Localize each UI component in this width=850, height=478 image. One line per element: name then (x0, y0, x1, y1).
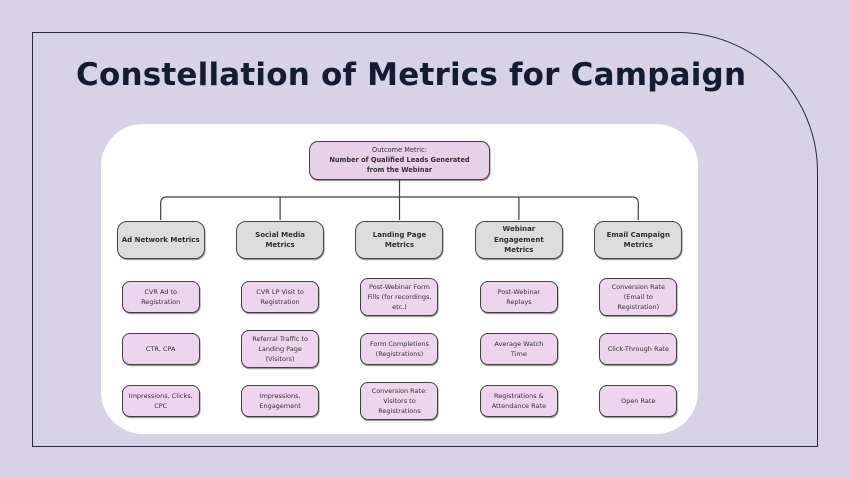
metric-node: CTR, CPA (121, 333, 200, 365)
category-email-campaign-metrics: Email Campaign Metrics (594, 221, 683, 259)
metric-node: Average Watch Time (479, 333, 558, 365)
column-webinar-engagement: Webinar Engagement Metrics Post-Webinar … (459, 220, 578, 427)
metric-node: Registrations & Attendance Rate (479, 385, 558, 417)
metric-node: Impressions, Engagement (241, 385, 320, 417)
slide-card: Constellation of Metrics for Campaign Ou… (32, 32, 818, 447)
outcome-metric-label: Outcome Metric: (372, 146, 427, 154)
flowchart-panel: Outcome Metric: Number of Qualified Lead… (101, 124, 698, 434)
metric-node: Conversion Rate: Visitors to Registratio… (360, 381, 439, 421)
metric-node: Form Completions (Registrations) (360, 333, 439, 365)
column-social-media: Social Media Metrics CVR LP Visit to Reg… (220, 220, 339, 427)
category-landing-page-metrics: Landing Page Metrics (355, 221, 444, 259)
metric-node: Open Rate (599, 385, 678, 417)
column-email-campaign: Email Campaign Metrics Conversion Rate (… (579, 220, 698, 427)
metric-node: CVR LP Visit to Registration (241, 281, 320, 313)
column-landing-page: Landing Page Metrics Post-Webinar Form F… (340, 220, 459, 427)
metric-node: Referral Traffic to Landing Page (Visito… (241, 329, 320, 369)
category-ad-network-metrics: Ad Network Metrics (116, 221, 205, 259)
metric-node: Impressions, Clicks, CPC (121, 385, 200, 417)
metric-node: Post-Webinar Form Fills (for recordings,… (360, 277, 439, 317)
metric-node: Post-Webinar Replays (479, 281, 558, 313)
metric-node: CVR Ad to Registration (121, 281, 200, 313)
metric-node: Click-Through Rate (599, 333, 678, 365)
outcome-metric-node: Outcome Metric: Number of Qualified Lead… (309, 141, 490, 180)
column-ad-network: Ad Network Metrics CVR Ad to Registratio… (101, 220, 220, 427)
page-title: Constellation of Metrics for Campaign (76, 57, 747, 93)
metric-node: Conversion Rate (Email to Registration) (599, 277, 678, 317)
category-webinar-engagement-metrics: Webinar Engagement Metrics (474, 221, 563, 259)
outcome-metric-value: Number of Qualified Leads Generated from… (329, 156, 470, 175)
category-social-media-metrics: Social Media Metrics (236, 221, 325, 259)
